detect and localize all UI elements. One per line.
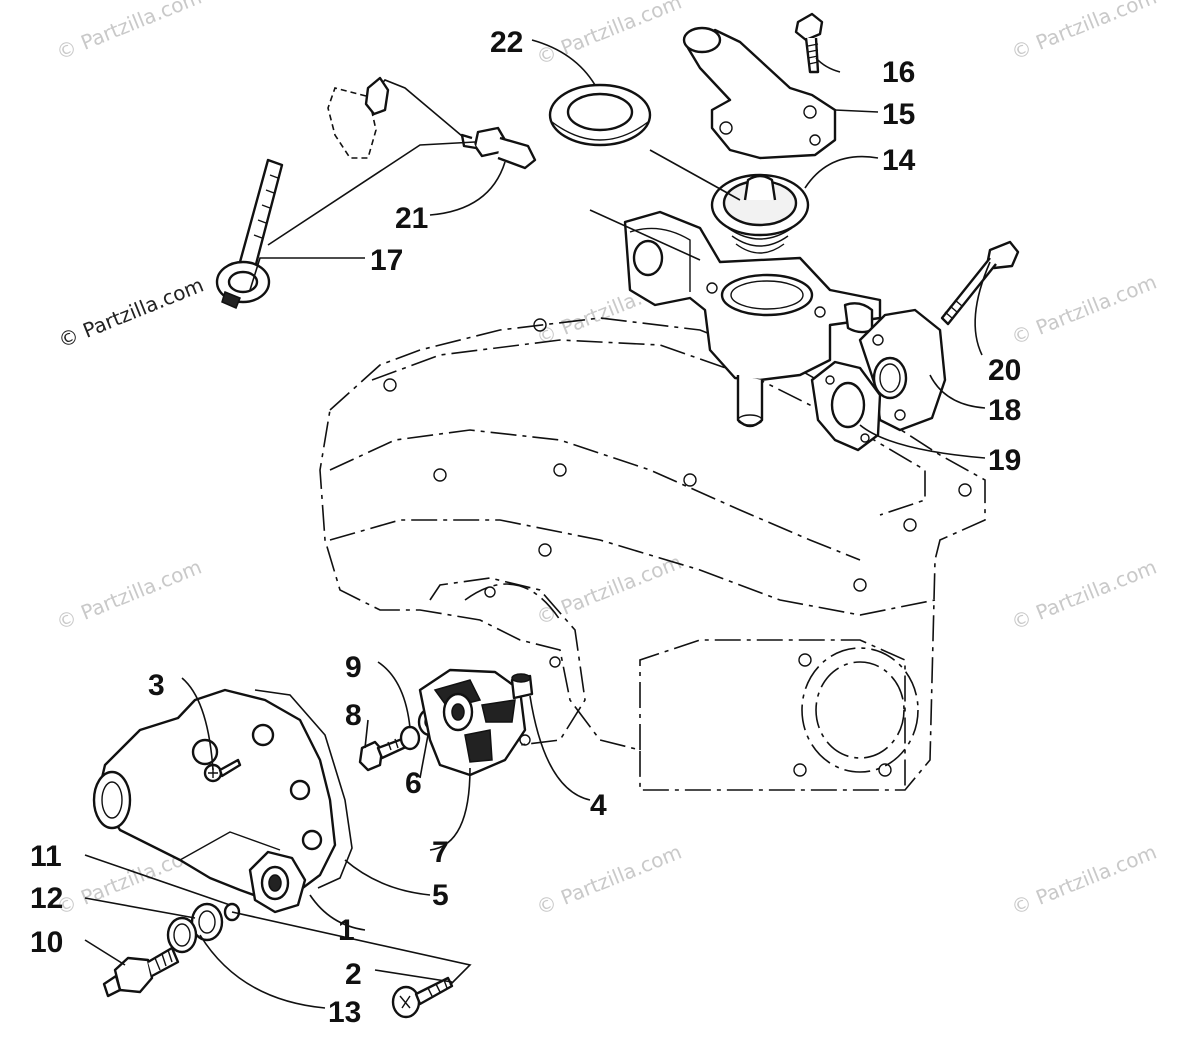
callout-13: 13 (328, 996, 361, 1029)
callout-16: 16 (882, 56, 915, 89)
watermark-text: © Partzilla.com (1008, 270, 1160, 350)
callout-10: 10 (30, 926, 63, 959)
callout-5: 5 (432, 879, 449, 912)
watermark-text: © Partzilla.com (1008, 840, 1160, 920)
cover-bolt (794, 12, 824, 74)
callout-2: 2 (345, 958, 362, 991)
callout-12: 12 (30, 882, 63, 915)
elbow-gasket (810, 360, 882, 452)
thermostat (710, 173, 810, 254)
watermark-text: © Partzilla.com (1008, 555, 1160, 635)
leader-lines (84, 39, 991, 1009)
drain-seal-ring (166, 916, 198, 954)
cable-tie (215, 158, 284, 309)
watermark-text: © Partzilla.com (1008, 0, 1160, 65)
callout-15: 15 (882, 98, 915, 131)
watermark-text: © Partzilla.com (533, 550, 685, 630)
watermark-text-prominent: © Partzilla.com (55, 273, 207, 353)
pump-bolt (391, 976, 454, 1019)
callout-22: 22 (490, 26, 523, 59)
watermark-text: © Partzilla.com (53, 555, 205, 635)
locating-pin (510, 673, 534, 700)
callout-18: 18 (988, 394, 1021, 427)
pump-o-ring (254, 689, 353, 889)
thermostat-cover (682, 26, 837, 160)
callout-4: 4 (590, 789, 607, 822)
thermostat-housing-body (623, 210, 882, 428)
callout-6: 6 (405, 767, 422, 800)
watermark-text: © Partzilla.com (53, 0, 205, 65)
callout-17: 17 (370, 244, 403, 277)
callout-8: 8 (345, 699, 362, 732)
callout-9: 9 (345, 651, 362, 684)
impeller (418, 668, 527, 777)
callout-1: 1 (338, 914, 355, 947)
callout-19: 19 (988, 444, 1021, 477)
drain-washer-large (190, 902, 224, 942)
callout-labels: 1 2 3 4 5 6 7 8 9 10 11 12 13 14 15 16 1… (30, 26, 1021, 1029)
impeller-bolt (358, 736, 410, 772)
callout-21: 21 (395, 202, 428, 235)
temperature-sensor (460, 126, 537, 170)
watermark-text: © Partzilla.com (533, 840, 685, 920)
callout-14: 14 (882, 144, 916, 177)
seal-ring (548, 83, 652, 147)
callout-3: 3 (148, 669, 165, 702)
sensor-lead-wire (327, 76, 463, 159)
impeller-washer (399, 725, 421, 751)
elbow-bolt (940, 240, 1020, 326)
drain-screw (102, 946, 180, 998)
watermark-text: © Partzilla.com (533, 0, 685, 70)
callout-7: 7 (432, 836, 449, 869)
callout-11: 11 (30, 840, 62, 873)
callout-20: 20 (988, 354, 1021, 387)
water-pump-cover (92, 688, 337, 914)
